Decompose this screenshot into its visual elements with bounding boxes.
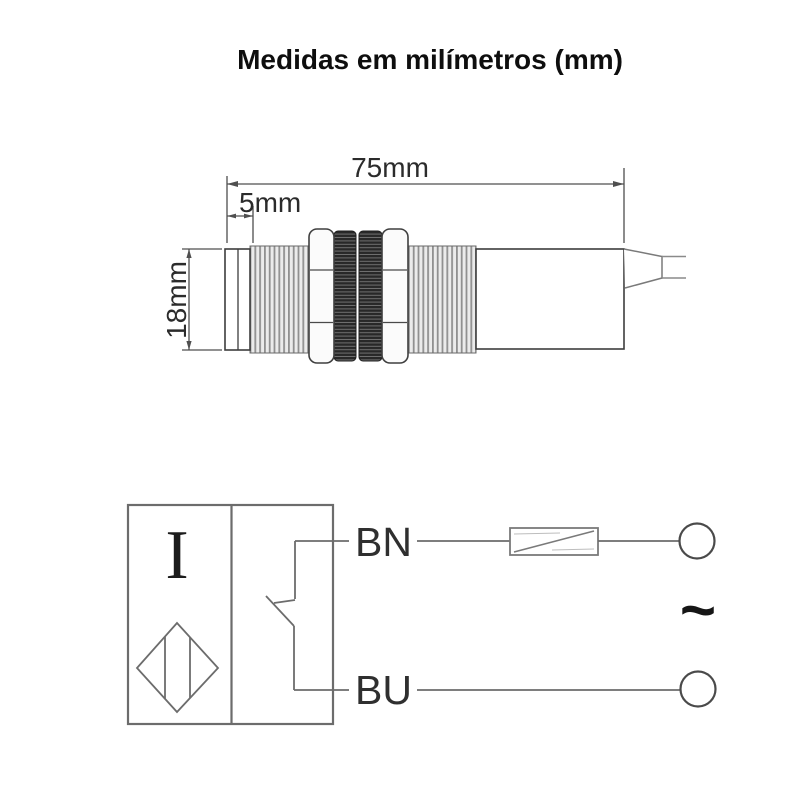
blue-wire-label: BU (355, 667, 412, 713)
output-type-label: I (165, 517, 188, 594)
arrowhead-right (613, 181, 624, 187)
dim-length-label: 75mm (351, 152, 429, 183)
cable-strain-relief (623, 248, 663, 289)
thread-section-rear (407, 245, 477, 354)
terminal-bottom-circle (679, 670, 717, 708)
dim-overall-length: 75mm (226, 152, 625, 243)
dimension-drawing: 75mm 5mm 18mm (161, 152, 686, 364)
arrowhead-left (227, 181, 238, 187)
arrowhead-right (244, 213, 253, 219)
knurled-washer-left (333, 230, 357, 362)
sensor-rear-body (475, 248, 625, 350)
ac-supply-tilde-icon: ~ (680, 576, 716, 645)
arrowhead-bottom (186, 341, 192, 350)
hex-nut-right (381, 228, 409, 364)
brown-wire-label: BN (355, 519, 412, 565)
load-icon (509, 527, 599, 556)
hex-nut-left (308, 228, 335, 364)
inductive-sensor-icon (135, 621, 220, 714)
terminal-top-circle (678, 522, 716, 560)
switch-contact-icon (265, 541, 296, 690)
arrowhead-top (186, 249, 192, 258)
page-title: Medidas em milímetros (mm) (237, 44, 623, 75)
dim-tip-length: 5mm (227, 187, 301, 243)
dim-tip-label: 5mm (239, 187, 301, 218)
knurled-washer-right (358, 230, 383, 362)
thread-section-front (249, 245, 311, 354)
dim-diameter: 18mm (161, 248, 222, 351)
wiring-schematic: I BN (126, 503, 717, 726)
dim-diameter-label: 18mm (161, 261, 192, 339)
arrowhead-left (227, 213, 236, 219)
sensor-side-view (224, 228, 686, 364)
